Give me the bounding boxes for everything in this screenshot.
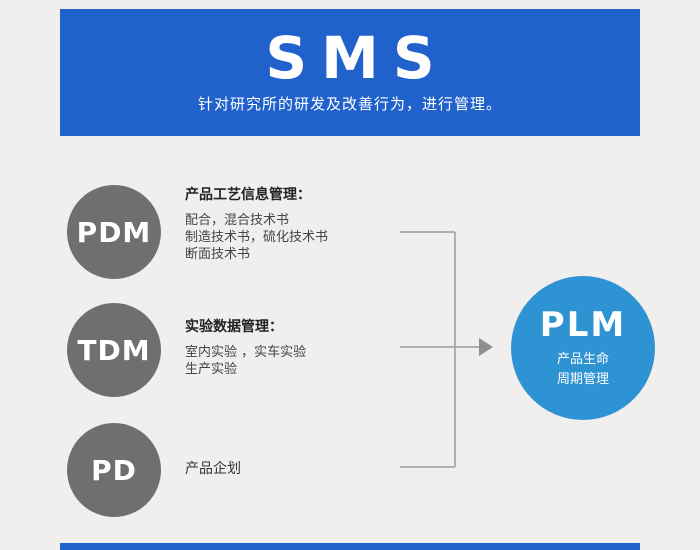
- plm-desc-line2: 周期管理: [556, 372, 609, 387]
- flow-connector: [400, 231, 493, 468]
- plm-desc-line1: 产品生命: [556, 352, 609, 367]
- bottom-accent-bar: [60, 543, 640, 550]
- pdm-circle: PDM: [67, 185, 161, 279]
- plm-circle: PLM 产品生命 周期管理: [511, 276, 655, 420]
- tdm-text-block: 实验数据管理： 室内实验 ，实车实验 生产实验: [185, 316, 306, 378]
- pd-heading: 产品企划: [185, 461, 241, 477]
- connector-lines: [400, 231, 479, 468]
- pd-text-block: 产品企划: [185, 458, 241, 478]
- tdm-heading: 实验数据管理：: [185, 319, 283, 335]
- tdm-line: 室内实验 ，实车实验: [185, 345, 307, 360]
- banner-subtitle: 针对研究所的研发及改善行为，进行管理。: [197, 95, 502, 113]
- pd-circle-label: PD: [91, 453, 137, 487]
- arrow-right-icon: [479, 338, 493, 356]
- tdm-circle: TDM: [67, 303, 161, 397]
- pdm-circle-label: PDM: [76, 215, 152, 249]
- pdm-heading: 产品工艺信息管理：: [185, 187, 311, 203]
- banner-title: SMS: [265, 24, 449, 92]
- pdm-line: 配合，混合技术书: [185, 213, 290, 228]
- pdm-text-block: 产品工艺信息管理： 配合，混合技术书 制造技术书，硫化技术书 断面技术书: [185, 184, 328, 263]
- pdm-line: 断面技术书: [185, 247, 251, 262]
- tdm-circle-label: TDM: [77, 333, 151, 367]
- pdm-line: 制造技术书，硫化技术书: [185, 230, 329, 245]
- header-banner: SMS 针对研究所的研发及改善行为，进行管理。: [60, 9, 640, 136]
- tdm-line: 生产实验: [185, 362, 238, 377]
- plm-title: PLM: [539, 305, 627, 345]
- pd-circle: PD: [67, 423, 161, 517]
